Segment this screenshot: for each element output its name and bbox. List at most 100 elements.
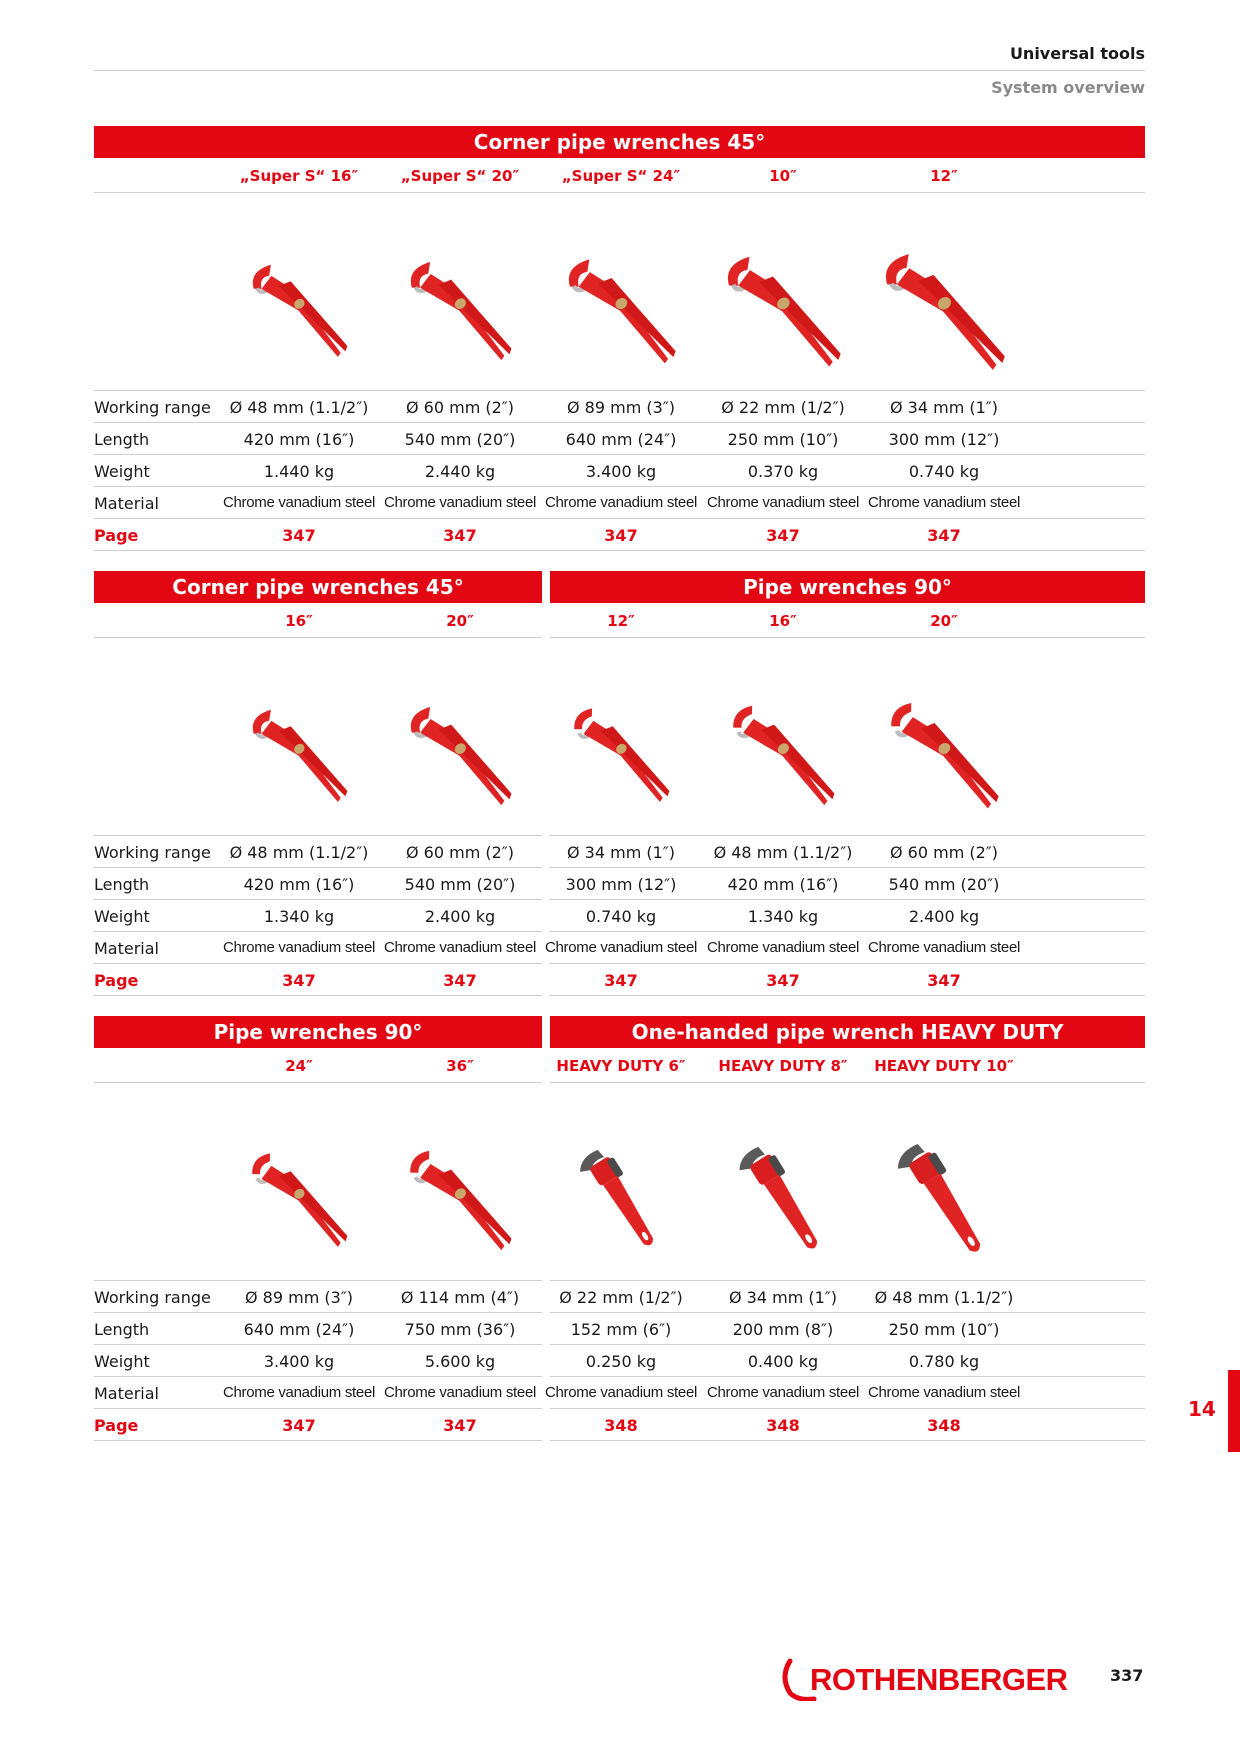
table-rule (94, 637, 542, 638)
table-rule (550, 1082, 1145, 1083)
table-rule (550, 867, 1145, 868)
product-image[interactable] (370, 214, 550, 399)
product-image[interactable] (531, 214, 711, 399)
table-rule (550, 995, 1145, 996)
row-label-working-range: Working range (94, 1288, 211, 1307)
page-link[interactable]: 347 (766, 971, 800, 990)
table-rule (94, 390, 1145, 391)
heavy-duty-pipe-wrench-icon (580, 1149, 654, 1246)
length-value: 152 mm (6″) (570, 1320, 672, 1339)
product-image[interactable] (693, 1104, 873, 1289)
table-rule (94, 995, 542, 996)
working-range-value: Ø 60 mm (2″) (889, 843, 999, 862)
product-name[interactable]: 24″ (285, 1057, 313, 1075)
page-link[interactable]: 347 (443, 1416, 477, 1435)
length-value: 540 mm (20″) (404, 875, 516, 894)
table-rule (550, 835, 1145, 836)
product-name[interactable]: HEAVY DUTY 8″ (718, 1057, 848, 1075)
weight-value: 5.600 kg (424, 1352, 496, 1371)
working-range-value: Ø 48 mm (1.1/2″) (713, 843, 853, 862)
product-image[interactable] (854, 659, 1034, 844)
page-link[interactable]: 347 (766, 526, 800, 545)
chapter-number: 14 (1188, 1397, 1216, 1421)
product-name[interactable]: 10″ (769, 167, 797, 185)
page-link[interactable]: 347 (604, 971, 638, 990)
corner-pipe-wrench-icon (568, 259, 676, 364)
length-value: 540 mm (20″) (404, 430, 516, 449)
product-name[interactable]: „Super S“ 24″ (561, 167, 681, 185)
page-link[interactable]: 347 (604, 526, 638, 545)
product-image[interactable] (209, 659, 389, 844)
product-name[interactable]: HEAVY DUTY 6″ (556, 1057, 686, 1075)
row-label-length: Length (94, 875, 150, 894)
material-value: Chrome vanadium steel (383, 494, 537, 511)
product-name[interactable]: „Super S“ 20″ (400, 167, 520, 185)
row-label-working-range: Working range (94, 843, 211, 862)
row-label-working-range: Working range (94, 398, 211, 417)
pipe-wrench-90-icon (574, 708, 670, 802)
length-value: 250 mm (10″) (727, 430, 839, 449)
product-name[interactable]: 20″ (446, 612, 474, 630)
row-label-length: Length (94, 1320, 150, 1339)
page-link[interactable]: 348 (766, 1416, 800, 1435)
product-image[interactable] (209, 1104, 389, 1289)
product-name[interactable]: 20″ (930, 612, 958, 630)
page-link[interactable]: 347 (927, 526, 961, 545)
product-image[interactable] (693, 214, 873, 399)
pipe-wrench-90-icon (733, 705, 835, 806)
page-link[interactable]: 348 (604, 1416, 638, 1435)
product-image[interactable] (370, 659, 550, 844)
product-image[interactable] (854, 214, 1034, 399)
material-value: Chrome vanadium steel (383, 939, 537, 956)
material-value: Chrome vanadium steel (222, 494, 376, 511)
product-name[interactable]: 16″ (769, 612, 797, 630)
page-link[interactable]: 347 (282, 1416, 316, 1435)
working-range-value: Ø 89 mm (3″) (566, 398, 676, 417)
page-link[interactable]: 347 (282, 526, 316, 545)
table-rule (94, 963, 542, 964)
product-image[interactable] (531, 659, 711, 844)
rothenberger-logo: ROTHENBERGER (778, 1655, 1078, 1702)
table-rule (550, 899, 1145, 900)
weight-value: 1.340 kg (747, 907, 819, 926)
weight-value: 2.400 kg (908, 907, 980, 926)
product-name[interactable]: „Super S“ 16″ (239, 167, 359, 185)
working-range-value: Ø 60 mm (2″) (405, 398, 515, 417)
product-name[interactable]: 12″ (930, 167, 958, 185)
section-title-bar: One-handed pipe wrench HEAVY DUTY (550, 1016, 1145, 1048)
length-value: 420 mm (16″) (243, 875, 355, 894)
product-name[interactable]: 16″ (285, 612, 313, 630)
material-value: Chrome vanadium steel (706, 1384, 860, 1401)
product-name[interactable]: 36″ (446, 1057, 474, 1075)
row-label-material: Material (94, 1384, 159, 1403)
working-range-value: Ø 60 mm (2″) (405, 843, 515, 862)
row-label-length: Length (94, 430, 150, 449)
product-image[interactable] (209, 214, 389, 399)
table-rule (94, 192, 1145, 193)
product-name[interactable]: HEAVY DUTY 10″ (874, 1057, 1014, 1075)
page-link[interactable]: 347 (927, 971, 961, 990)
page-link[interactable]: 347 (443, 971, 477, 990)
corner-pipe-wrench-icon (886, 254, 1005, 370)
product-name[interactable]: 12″ (607, 612, 635, 630)
page-link[interactable]: 347 (443, 526, 477, 545)
length-value: 420 mm (16″) (727, 875, 839, 894)
page-link[interactable]: 347 (282, 971, 316, 990)
chapter-tab-marker[interactable] (1228, 1370, 1240, 1452)
product-image[interactable] (370, 1104, 550, 1289)
product-image[interactable] (693, 659, 873, 844)
section-title-bar: Corner pipe wrenches 45° (94, 126, 1145, 158)
product-image[interactable] (854, 1104, 1034, 1289)
corner-pipe-wrench-icon (410, 707, 512, 806)
material-value: Chrome vanadium steel (706, 939, 860, 956)
row-label-weight: Weight (94, 907, 150, 926)
weight-value: 0.780 kg (908, 1352, 980, 1371)
pipe-wrench-90-icon (891, 702, 999, 809)
product-image[interactable] (531, 1104, 711, 1289)
page-link[interactable]: 348 (927, 1416, 961, 1435)
length-value: 640 mm (24″) (565, 430, 677, 449)
table-rule (94, 1312, 542, 1313)
table-rule (550, 1440, 1145, 1441)
section-title-bar: Corner pipe wrenches 45° (94, 571, 542, 603)
length-value: 250 mm (10″) (888, 1320, 1000, 1339)
